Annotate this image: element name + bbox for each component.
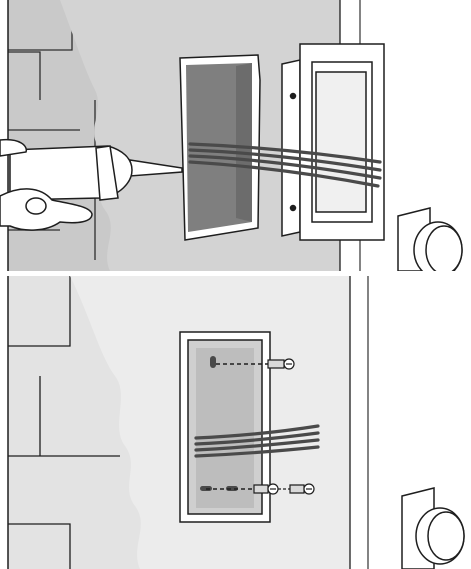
screw-bottom-a [254, 484, 278, 494]
panel-screw-mounting [0, 276, 471, 569]
screw-top [268, 359, 294, 369]
mounting-frame [282, 44, 384, 240]
top-illustration [0, 0, 471, 271]
panel-apply-sealant [0, 0, 471, 271]
recess-side [236, 63, 252, 222]
bottom-illustration [0, 276, 471, 569]
